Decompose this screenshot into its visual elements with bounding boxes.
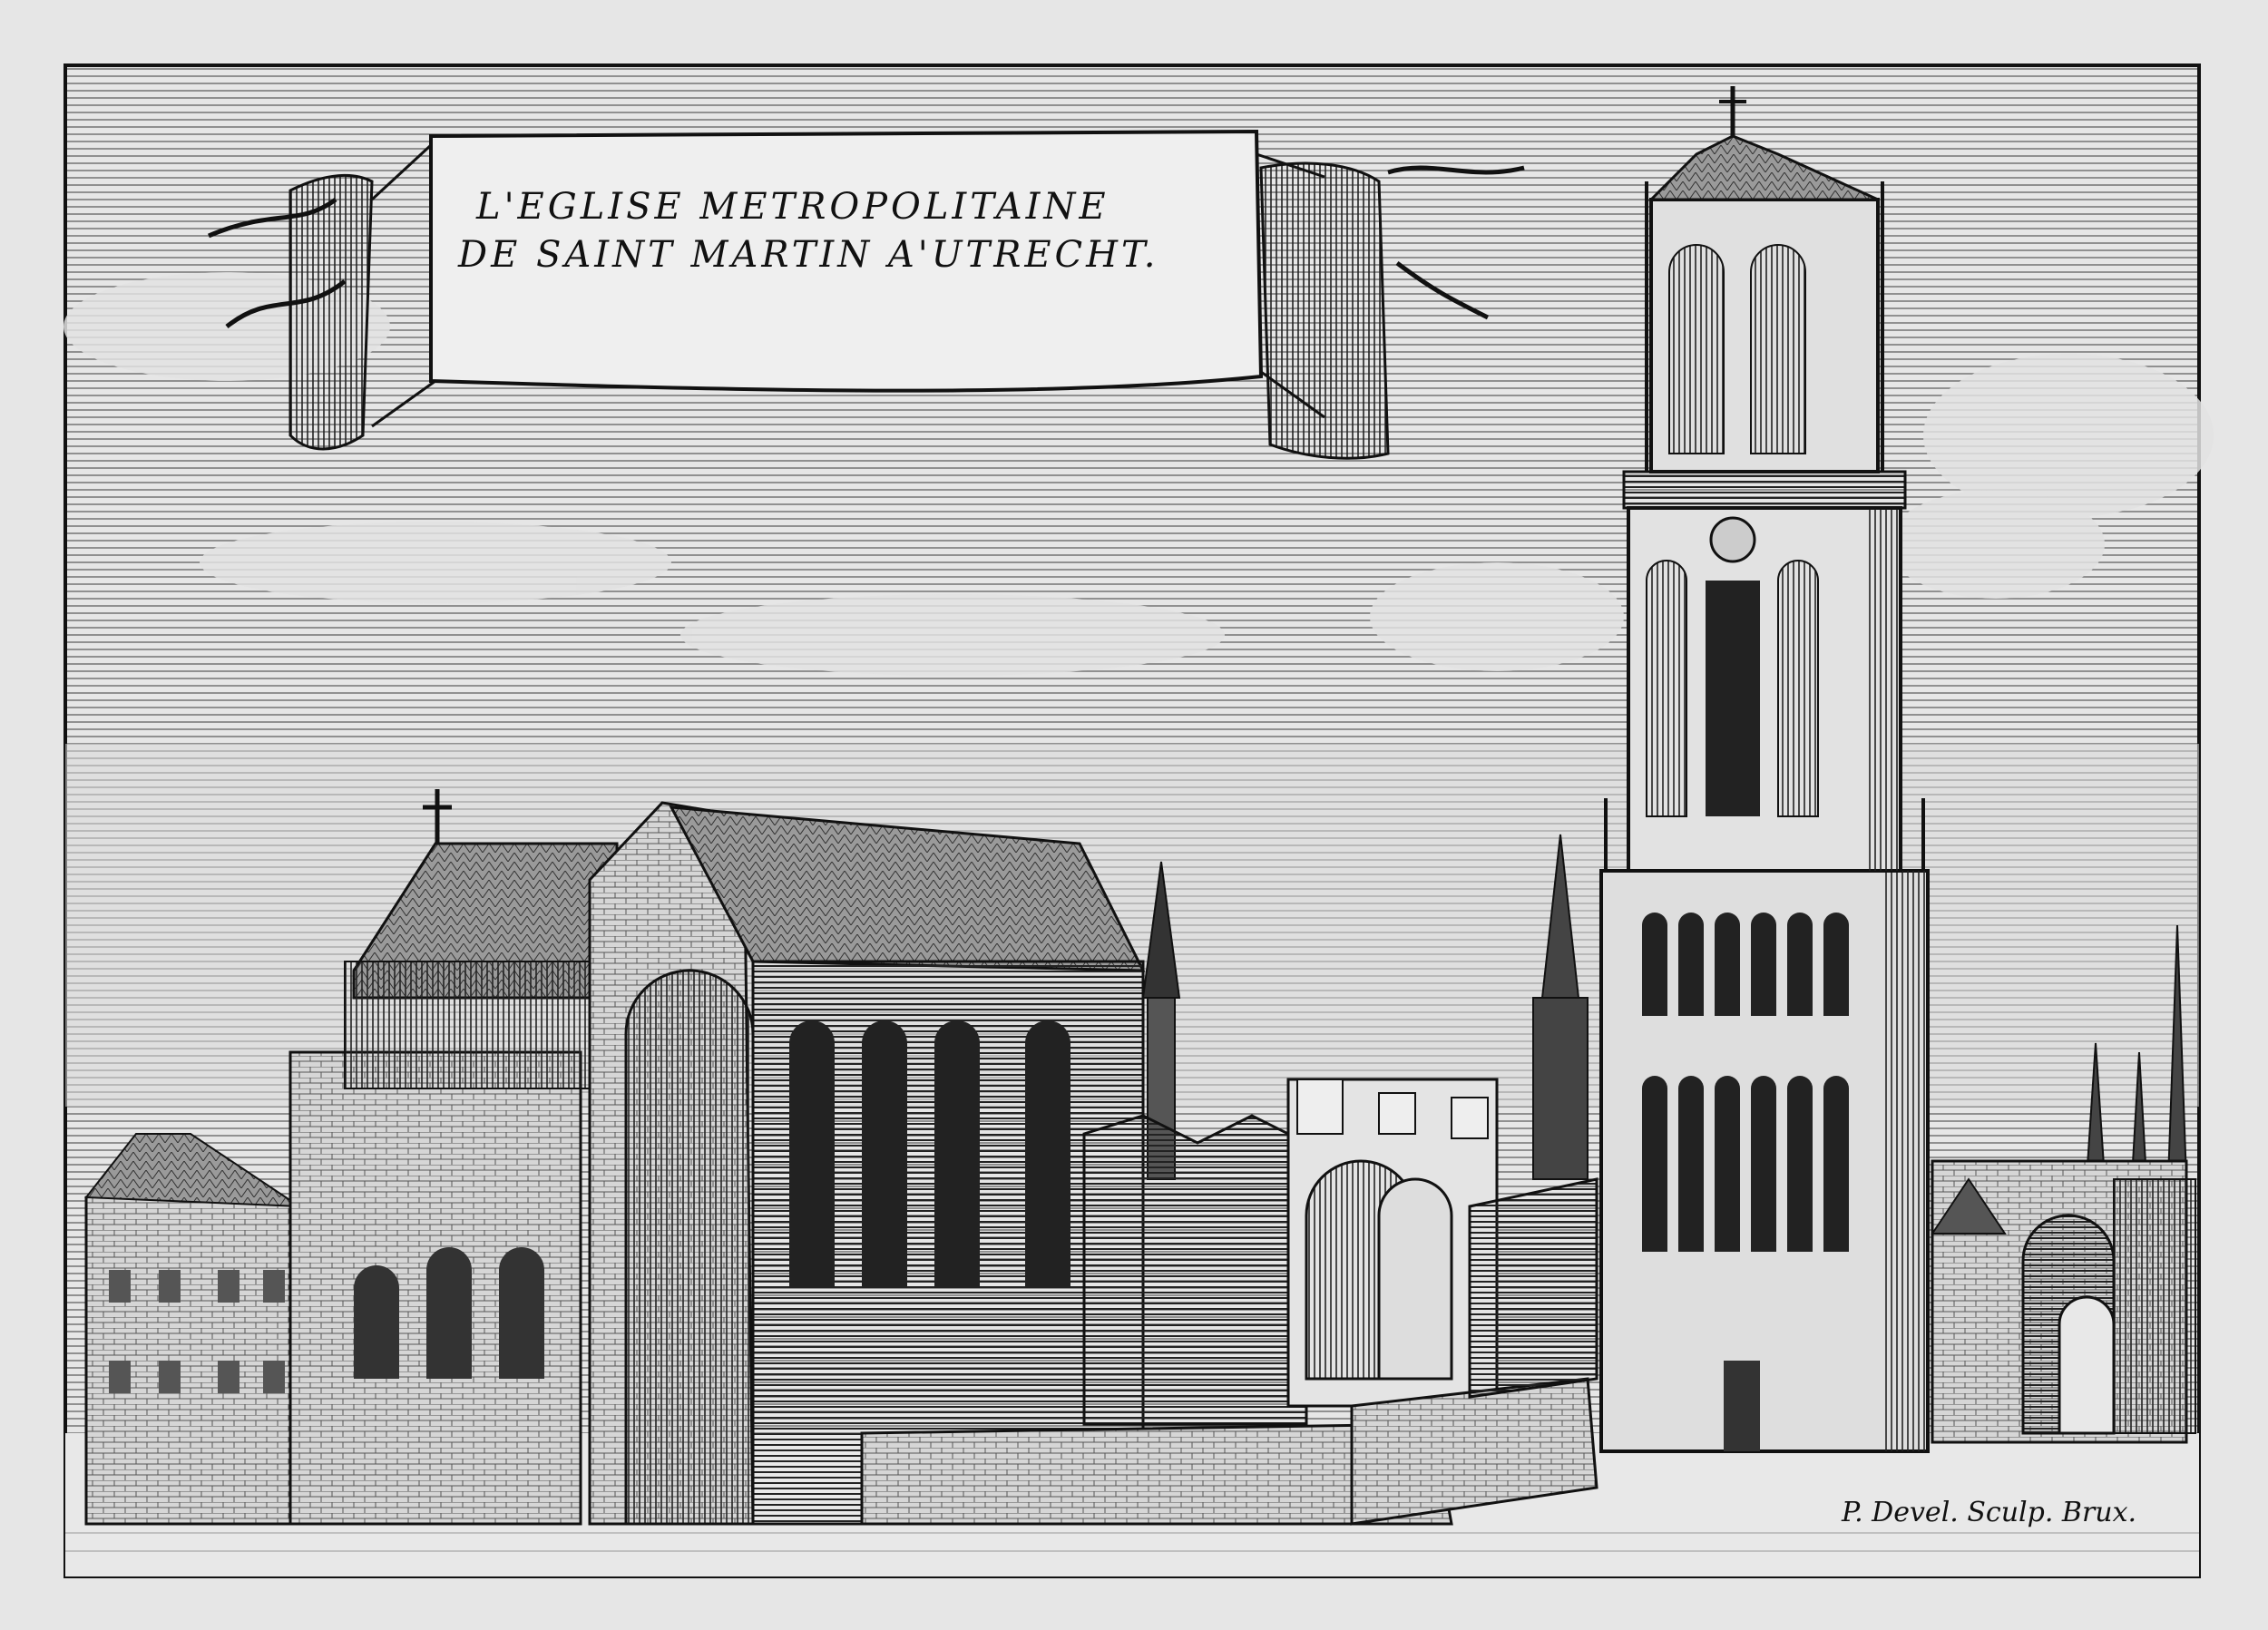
ground-hatching [65,1532,2199,1552]
right-buildings [1931,1159,2196,1444]
title-banner [208,129,1525,460]
low-wall [860,1177,1598,1526]
cathedral-nave [588,801,1181,1526]
title-line-1: L'EGLISE METROPOLITAINE [476,186,1110,228]
ruined-nave [1082,1078,1499,1426]
engraver-signature: P. Devel. Sculp. Brux. [1842,1497,2137,1528]
dom-tower [1599,86,1930,1453]
left-houses [84,1133,303,1526]
cathedral-choir [288,789,619,1526]
title-line-2: DE SAINT MARTIN A'UTRECHT. [458,234,1159,276]
